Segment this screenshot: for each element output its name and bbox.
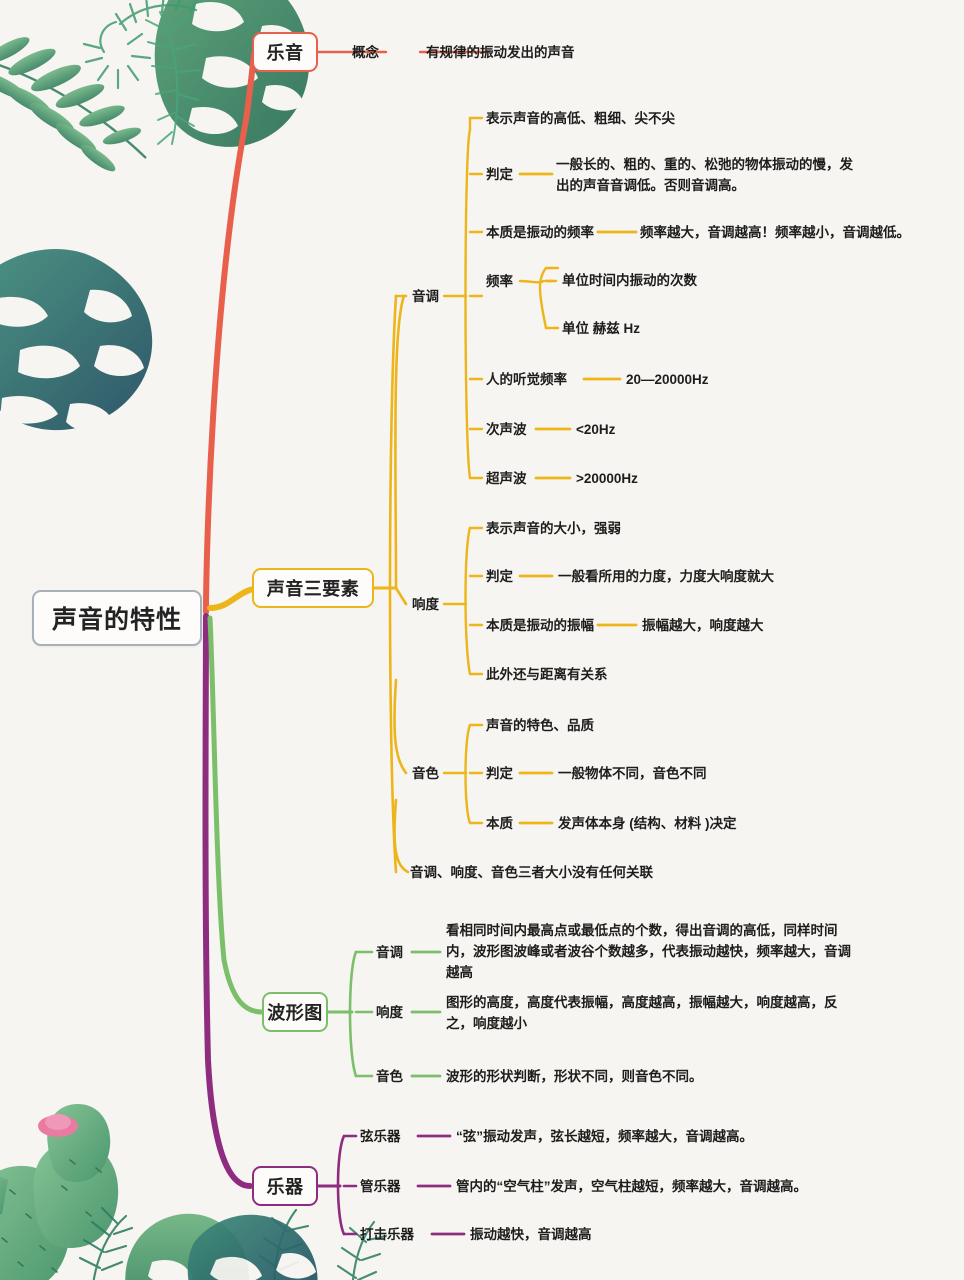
yinse-item-2-value: 发声体本身 (结构、材料 )决定 — [558, 816, 737, 831]
branch-node-yueyin[interactable]: 乐音 — [252, 32, 318, 72]
yueqi-child-0-value: “弦”振动发声，弦长越短，频率越大，音调越高。 — [456, 1129, 753, 1144]
yindiao-item-3-key: 频率 — [486, 274, 513, 289]
sanyaosu-summary: 音调、响度、音色三者大小没有任何关联 — [410, 865, 653, 880]
yindiao-item-1-key: 判定 — [486, 167, 513, 182]
yindiao-item-2-value: 频率越大，音调越高！频率越小，音调越低。 — [640, 225, 910, 240]
boxingtu-child-0-key: 音调 — [376, 945, 403, 960]
boxingtu-child-0-value: 看相同时间内最高点或最低点的个数，得出音调的高低，同样时间内，波形图波峰或者波谷… — [446, 923, 851, 980]
yindiao-item-3-sub-1: 单位 赫兹 Hz — [562, 321, 641, 336]
yinse-item-1-key: 判定 — [486, 766, 513, 781]
xiangdu-item-2-key: 本质是振动的振幅 — [486, 618, 594, 633]
yindiao-item-4-value: 20—20000Hz — [626, 372, 709, 387]
boxingtu-child-2-key: 音色 — [376, 1069, 403, 1084]
group-label-yinse: 音色 — [412, 766, 439, 781]
root-label: 声音的特性 — [51, 606, 182, 634]
branch-node-yueqi[interactable]: 乐器 — [252, 1166, 318, 1206]
yindiao-item-0-value: 表示声音的高低、粗细、尖不尖 — [486, 111, 675, 126]
xiangdu-item-1-key: 判定 — [486, 569, 513, 584]
yindiao-item-6-value: >20000Hz — [576, 471, 638, 486]
xiangdu-item-3-value: 此外还与距离有关系 — [486, 667, 608, 682]
branch-node-yueqi-label: 乐器 — [266, 1177, 304, 1197]
yindiao-item-3-sub-0: 单位时间内振动的次数 — [562, 273, 697, 288]
branch-node-yueyin-label: 乐音 — [266, 43, 304, 63]
yueqi-child-1-value: 管内的“空气柱”发声，空气柱越短，频率越大，音调越高。 — [456, 1179, 807, 1194]
yinse-item-0-value: 声音的特色、品质 — [486, 718, 594, 733]
group-label-xiangdu: 响度 — [412, 597, 439, 612]
yueqi-child-2-value: 振动越快，音调越高 — [470, 1227, 592, 1242]
yueqi-child-0-key: 弦乐器 — [360, 1129, 401, 1144]
yindiao-item-5-value: <20Hz — [576, 422, 616, 437]
boxingtu-child-1-key: 响度 — [376, 1005, 403, 1020]
xiangdu-item-0-value: 表示声音的大小，强弱 — [486, 521, 621, 536]
yindiao-item-6-key: 超声波 — [486, 471, 527, 486]
yindiao-item-2-key: 本质是振动的频率 — [486, 225, 594, 240]
xiangdu-item-1-value: 一般看所用的力度，力度大响度就大 — [558, 569, 774, 584]
yueyin-key-gainian: 概念 — [352, 45, 379, 60]
yindiao-item-5-key: 次声波 — [486, 422, 527, 437]
yinse-item-2-key: 本质 — [486, 816, 513, 831]
branch-node-sanyaosu-label: 声音三要素 — [266, 579, 360, 599]
branch-node-sanyaosu[interactable]: 声音三要素 — [252, 568, 374, 608]
yindiao-item-1-value: 一般长的、粗的、重的、松弛的物体振动的慢，发出的声音音调低。否则音调高。 — [556, 157, 853, 193]
yinse-item-1-value: 一般物体不同，音色不同 — [558, 766, 707, 781]
yindiao-item-4-key: 人的听觉频率 — [486, 372, 567, 387]
xiangdu-item-2-value: 振幅越大，响度越大 — [642, 618, 764, 633]
yueqi-child-1-key: 管乐器 — [360, 1179, 401, 1194]
yueyin-value-gainian: 有规律的振动发出的声音 — [426, 45, 575, 60]
root-node[interactable]: 声音的特性 — [32, 590, 202, 646]
group-label-yindiao: 音调 — [412, 289, 439, 304]
branch-node-boxingtu[interactable]: 波形图 — [262, 992, 328, 1032]
branch-node-boxingtu-label: 波形图 — [267, 1003, 323, 1023]
yueqi-child-2-key: 打击乐器 — [360, 1227, 414, 1242]
boxingtu-child-1-value: 图形的高度，高度代表振幅，高度越高，振幅越大，响度越高，反之，响度越小 — [446, 995, 838, 1031]
boxingtu-child-2-value: 波形的形状判断，形状不同，则音色不同。 — [446, 1069, 703, 1084]
